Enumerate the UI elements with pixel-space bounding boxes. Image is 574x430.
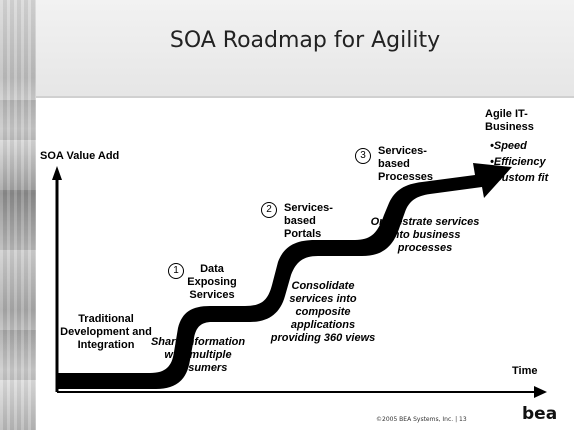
outcome-bullet-speed: •Speed (490, 140, 527, 152)
growth-arrow-body (57, 163, 512, 389)
copyright-footer: ©2005 BEA Systems, Inc. | 13 (376, 416, 467, 423)
stage-1-title: Data Exposing Services (187, 263, 237, 301)
bea-logo: bea (522, 404, 558, 424)
outcome-bullet-custom-fit: •Custom fit (490, 172, 549, 184)
x-axis-label: Time (512, 365, 538, 377)
decorative-photo-strip (0, 0, 36, 430)
title-band (36, 0, 574, 98)
stage-2-number: 2 (261, 202, 277, 218)
slide-title: SOA Roadmap for Agility (169, 28, 441, 53)
stage-2-description: Consolidate services into composite appl… (270, 280, 376, 344)
outcome-bullet-efficiency: •Efficiency (490, 156, 546, 168)
stage-1-number: 1 (168, 263, 184, 279)
stage-2-title: Services-based Portals (284, 202, 333, 240)
stage-3-title: Services-based Processes (378, 145, 434, 183)
stage-3-number: 3 (355, 148, 371, 164)
stage-1-description: Share information with multiple consumer… (150, 336, 246, 374)
start-label: Traditional Development and Integration (60, 313, 152, 351)
y-axis-label: SOA Value Add (40, 150, 120, 162)
outcome-title: Agile IT-Business (485, 108, 534, 133)
x-axis-arrowhead (534, 386, 547, 398)
y-axis-arrowhead (52, 166, 62, 180)
stage-3-description: Orchestrate services into business proce… (370, 216, 480, 254)
